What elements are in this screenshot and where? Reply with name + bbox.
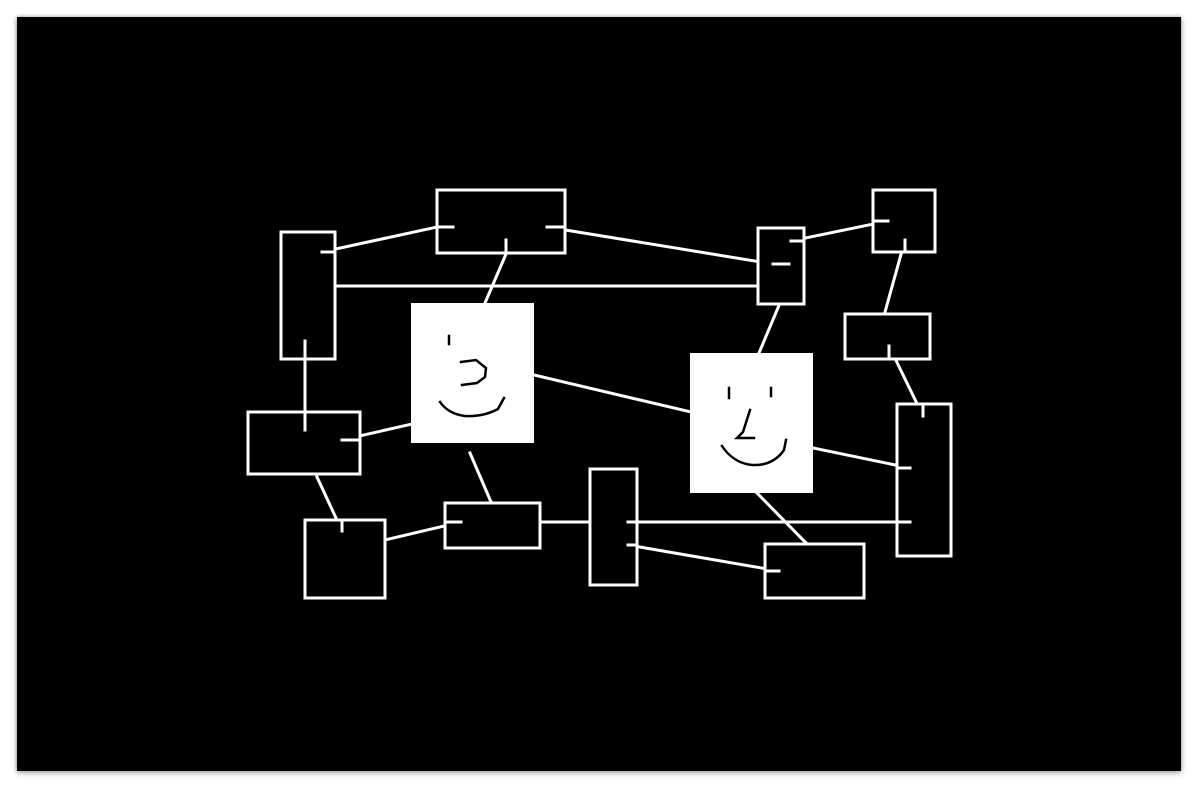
node-box (588, 467, 639, 587)
connector-line (754, 490, 809, 546)
node-box (763, 542, 866, 600)
face-node-right (690, 353, 813, 493)
face-node-box (411, 303, 534, 443)
connector-line (757, 301, 782, 355)
connector-line (532, 373, 693, 414)
face-node-left (411, 303, 534, 443)
connector-line (468, 451, 493, 504)
connector-stubs (303, 219, 925, 573)
diagram-canvas (17, 17, 1181, 771)
connector-line (545, 225, 775, 266)
connector-line (811, 446, 912, 470)
node-box (756, 226, 806, 306)
connector-line (626, 543, 781, 573)
face-node-box (690, 353, 813, 493)
smiley-face-icon (720, 386, 788, 467)
node-box (435, 188, 567, 255)
node-box (303, 518, 387, 600)
connector-line (320, 225, 439, 254)
connector-line (483, 252, 508, 305)
smiley-face-icon (438, 334, 506, 418)
diagram-nodes (246, 188, 953, 600)
node-box (443, 501, 542, 550)
node-box (895, 402, 953, 558)
